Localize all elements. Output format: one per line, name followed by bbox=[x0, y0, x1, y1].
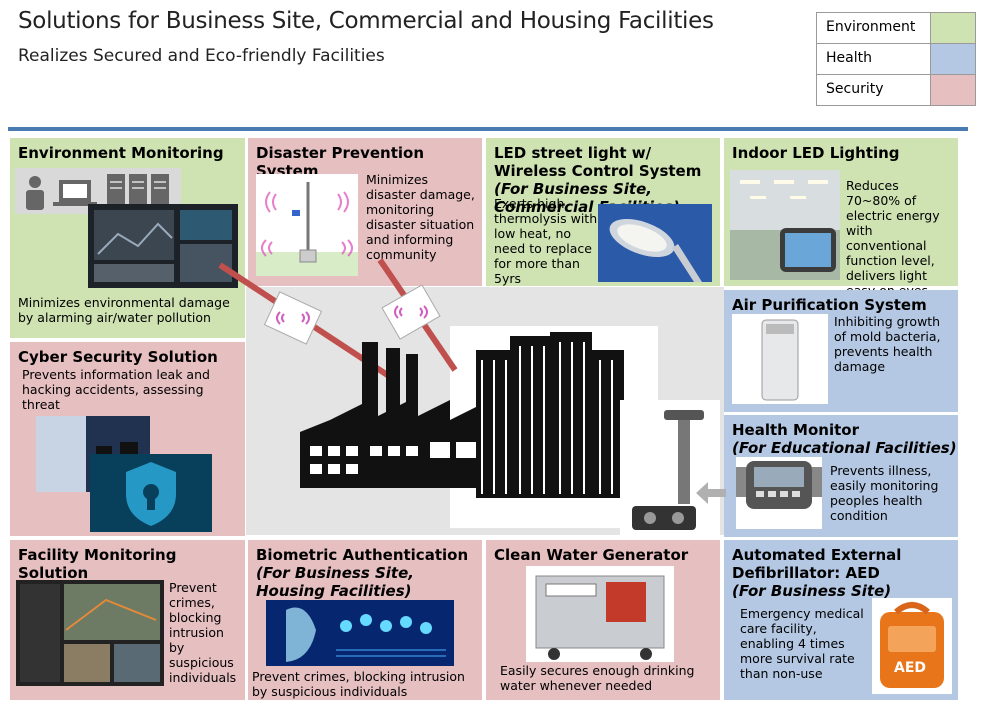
panel-title: Air Purification System bbox=[732, 296, 927, 314]
panel-cyber-security: Cyber Security Solution Prevents informa… bbox=[10, 342, 245, 536]
disaster-tower-image bbox=[256, 174, 358, 276]
aed-device-image: AED bbox=[872, 598, 952, 694]
page-title: Solutions for Business Site, Commercial … bbox=[18, 8, 714, 34]
legend-health: Health bbox=[816, 43, 976, 75]
street-light-image bbox=[598, 204, 712, 282]
header-divider bbox=[8, 127, 968, 131]
legend-swatch-health bbox=[930, 44, 975, 74]
legend-label: Environment bbox=[826, 19, 916, 35]
panel-title: Facility Monitoring Solution bbox=[18, 546, 177, 582]
body-composition-scale bbox=[632, 410, 704, 530]
monitoring-dashboard-image bbox=[88, 204, 238, 288]
panel-biometric-authentication: Biometric Authentication(For Business Si… bbox=[248, 540, 482, 700]
arrow-left-icon bbox=[696, 482, 726, 504]
biometric-face-image bbox=[266, 600, 454, 666]
panel-title: Health Monitor(For Educational Facilitie… bbox=[732, 421, 957, 457]
panel-disaster-prevention: Disaster Prevention System Minimizes dis… bbox=[248, 138, 482, 286]
panel-environment-monitoring: Environment Monitoring Minimizes environ… bbox=[10, 138, 245, 338]
panel-title: Environment Monitoring bbox=[18, 144, 224, 162]
signal-wave-icon-right bbox=[381, 284, 441, 340]
air-purifier-image bbox=[732, 314, 828, 404]
legend-swatch-security bbox=[930, 75, 975, 105]
security-shield-image bbox=[90, 454, 212, 532]
panel-description: Reduces 70~80% of electric energy with c… bbox=[846, 178, 940, 298]
water-generator-image bbox=[526, 566, 674, 662]
panel-aed: Automated External Defibrillator: AED(Fo… bbox=[724, 540, 958, 700]
panel-description: Prevents information leak and hacking ac… bbox=[22, 367, 210, 412]
panel-air-purification: Air Purification System Inhibiting growt… bbox=[724, 290, 958, 412]
panel-description: Easily secures enough drinking water whe… bbox=[500, 663, 695, 693]
panel-health-monitor: Health Monitor(For Educational Facilitie… bbox=[724, 415, 958, 537]
page-subtitle: Realizes Secured and Eco-friendly Facili… bbox=[18, 46, 385, 66]
panel-title: Cyber Security Solution bbox=[18, 348, 218, 366]
panel-led-street-light: LED street light w/ Wireless Control Sys… bbox=[486, 138, 720, 286]
panel-title: Automated External Defibrillator: AED(Fo… bbox=[732, 546, 902, 600]
legend-swatch-environment bbox=[930, 13, 975, 43]
panel-description: Exerts high thermolysis with low heat, n… bbox=[494, 196, 598, 286]
factory-buildings-illustration bbox=[218, 258, 726, 535]
legend-security: Security bbox=[816, 74, 976, 106]
health-monitor-device-image bbox=[736, 457, 822, 529]
panel-description: Minimizes disaster damage, monitoring di… bbox=[366, 172, 475, 262]
legend-label: Security bbox=[826, 81, 884, 97]
panel-title: Indoor LED Lighting bbox=[732, 144, 900, 162]
panel-indoor-led-lighting: Indoor LED Lighting Reduces 70~80% of el… bbox=[724, 138, 958, 298]
panel-description: Prevent crimes, blocking intrusion by su… bbox=[252, 669, 465, 699]
panel-title: Biometric Authentication(For Business Si… bbox=[256, 546, 469, 600]
legend-environment: Environment bbox=[816, 12, 976, 44]
panel-description: Emergency medical care facility, enablin… bbox=[740, 606, 864, 681]
panel-clean-water-generator: Clean Water Generator Easily secures eno… bbox=[486, 540, 720, 700]
facility-monitor-image bbox=[16, 580, 164, 686]
panel-description: Prevents illness, easily monitoring peop… bbox=[830, 463, 939, 523]
panel-description: Prevent crimes, blocking intrusion by su… bbox=[169, 580, 237, 685]
panel-description: Minimizes environmental damage by alarmi… bbox=[18, 295, 230, 325]
indoor-lighting-image bbox=[730, 170, 840, 280]
panel-description: Inhibiting growth of mold bacteria, prev… bbox=[834, 314, 941, 374]
panel-title: Clean Water Generator bbox=[494, 546, 689, 564]
panel-facility-monitoring: Facility Monitoring Solution Prevent cri… bbox=[10, 540, 245, 700]
aed-device-label: AED bbox=[894, 660, 927, 676]
signal-wave-icon-left bbox=[263, 291, 323, 345]
legend-label: Health bbox=[826, 50, 872, 66]
network-icons-image bbox=[15, 168, 181, 214]
